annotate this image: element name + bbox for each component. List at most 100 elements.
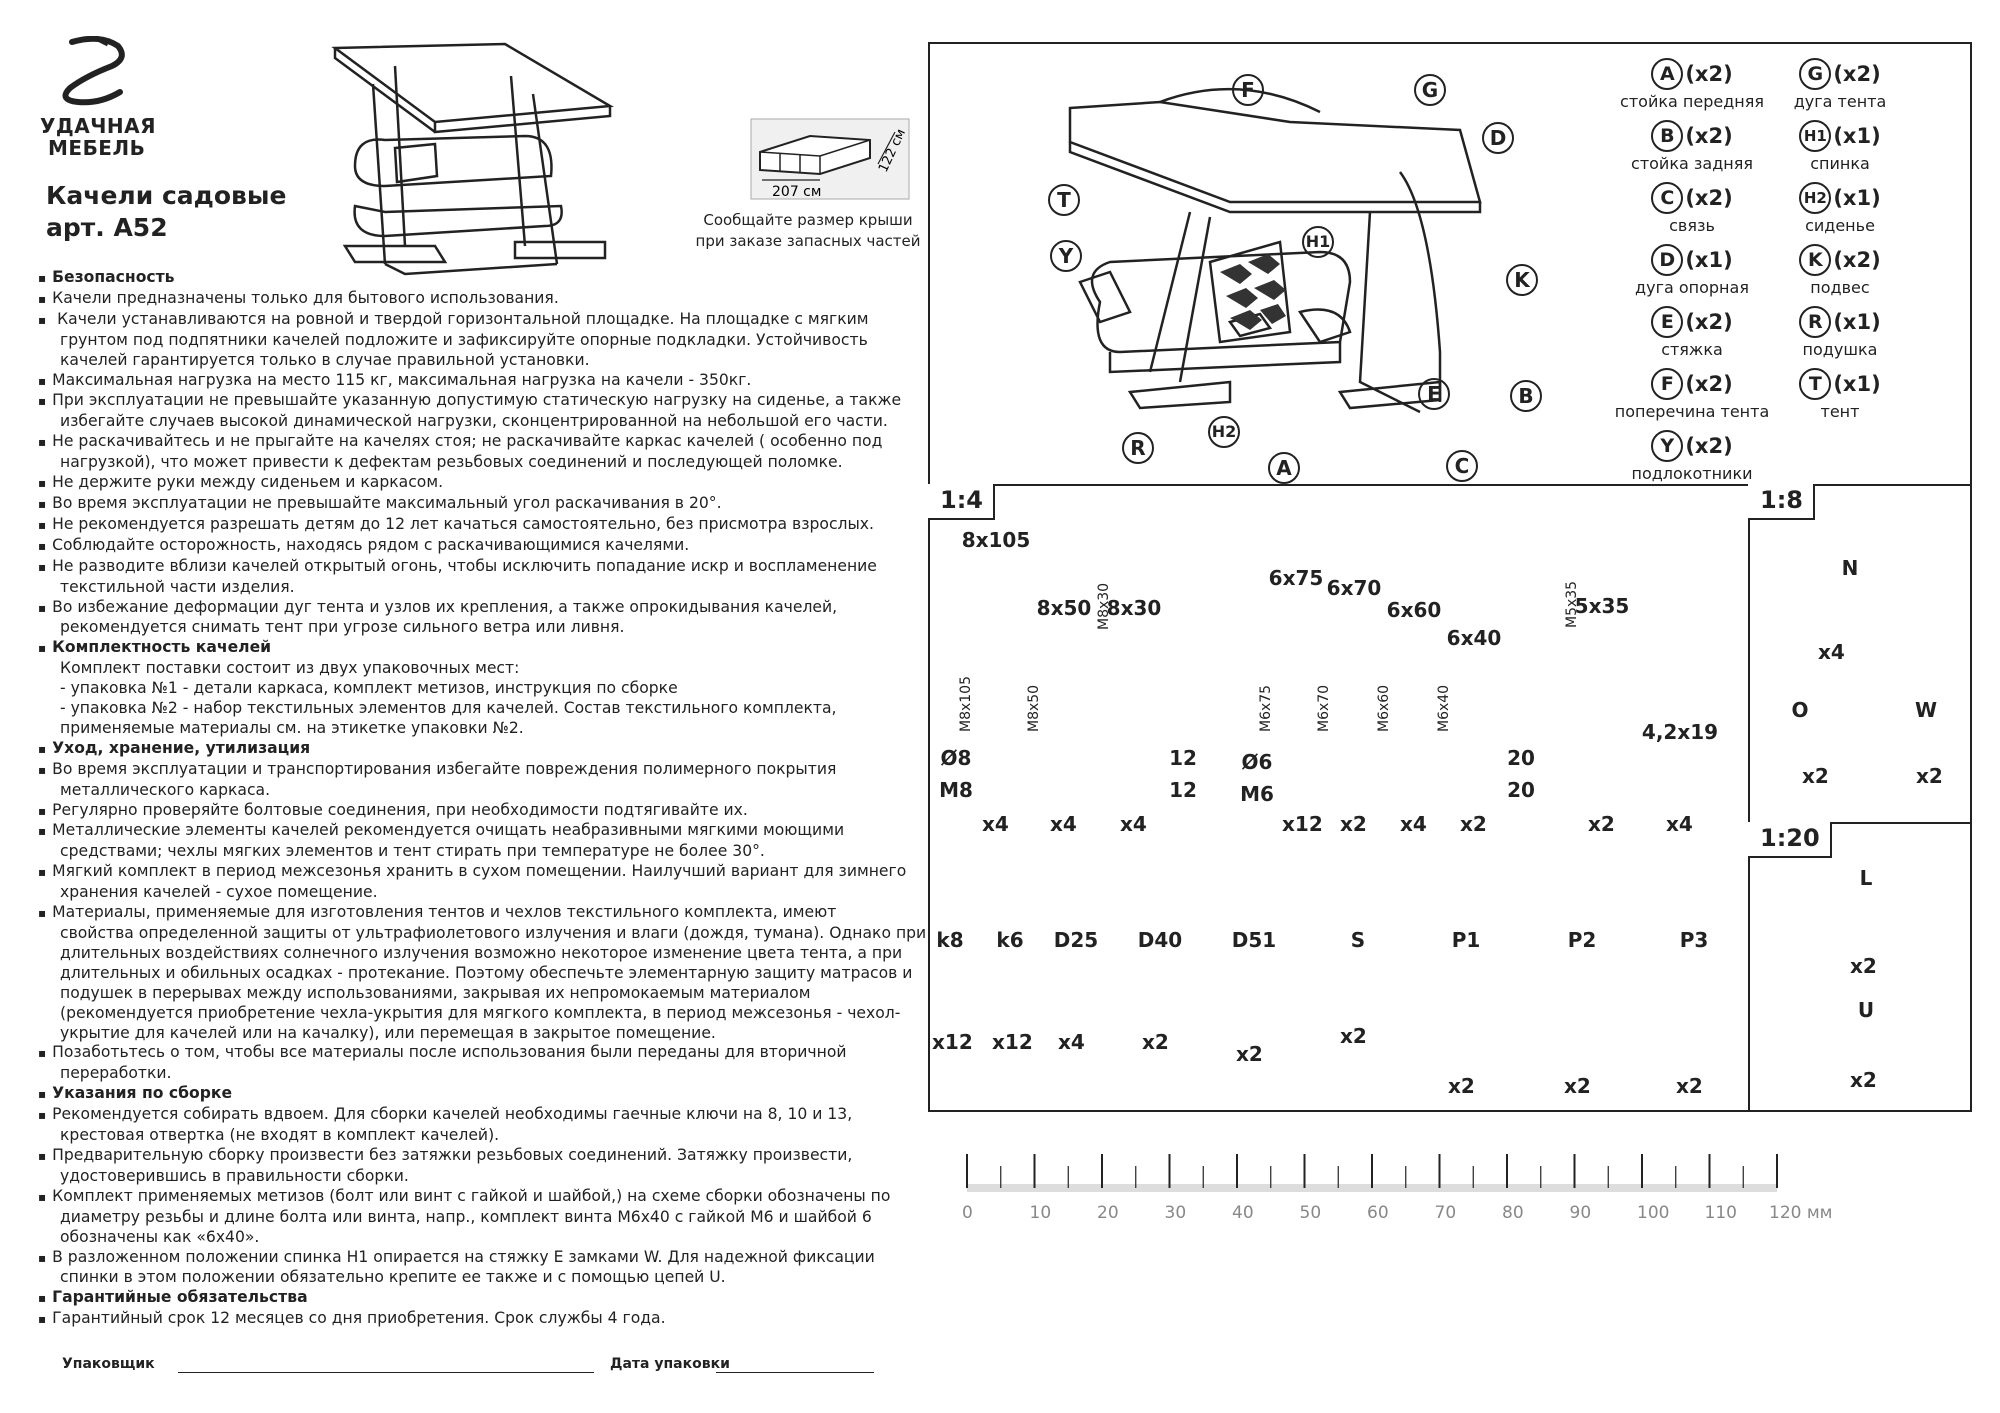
legend-count: (x2) xyxy=(1685,186,1733,210)
text-line: Комплект применяемых метизов (болт или в… xyxy=(38,1187,898,1208)
legend-count: (x1) xyxy=(1833,372,1881,396)
diagram-frame xyxy=(928,42,1972,1112)
nut6-count: 20 xyxy=(1507,778,1535,802)
legend-count: (x2) xyxy=(1685,434,1733,458)
part-w-label: W xyxy=(1914,698,1938,722)
ruler-label: 50 xyxy=(1300,1203,1322,1223)
text-line: Во время эксплуатации не превышайте макс… xyxy=(38,494,898,515)
legend-count: (x1) xyxy=(1685,248,1733,272)
plug-d51-count: x2 xyxy=(1236,1042,1263,1066)
legend-count: (x2) xyxy=(1833,62,1881,86)
ruler-label: 80 xyxy=(1502,1203,1524,1223)
legend-name: связь xyxy=(1669,216,1715,235)
legend-code: T xyxy=(1799,368,1832,400)
ruler-label: 90 xyxy=(1570,1203,1592,1223)
legend-item-g: G(x2)дуга тента xyxy=(1780,58,1900,111)
brand-line1: УДАЧНАЯ xyxy=(40,114,156,138)
nut8-label: M8 xyxy=(939,778,973,802)
text-line: средствами; чехлы мягких элементов и тен… xyxy=(60,842,765,861)
bolt-size-8: 4,2x19 xyxy=(1641,720,1719,744)
nut6-label: M6 xyxy=(1240,782,1274,806)
plug-p2-count: x2 xyxy=(1564,1074,1591,1098)
part-o-label: O xyxy=(1791,698,1809,722)
bolt-count-4: x2 xyxy=(1340,812,1367,836)
roof-width: 207 см xyxy=(772,184,821,200)
bolt-count-2: x4 xyxy=(1120,812,1147,836)
ruler-label: 20 xyxy=(1097,1203,1119,1223)
text-line: текстильной части изделия. xyxy=(60,577,295,596)
legend-name: сиденье xyxy=(1805,216,1875,235)
text-line: подушек в перерывах между использованиям… xyxy=(60,983,811,1002)
callout-r: R xyxy=(1122,432,1154,464)
legend-item-t: T(x1) тент xyxy=(1780,368,1900,421)
text-line: Соблюдайте осторожность, находясь рядом … xyxy=(38,536,898,557)
text-line: При эксплуатации не превышайте указанную… xyxy=(38,391,901,412)
bolt-count-0: x4 xyxy=(982,812,1009,836)
plug-p3-label: P3 xyxy=(1679,928,1709,952)
bolt-mark-3: M6x75 xyxy=(1258,684,1274,732)
text-line: Гарантийный срок 12 месяцев со дня приоб… xyxy=(38,1309,898,1330)
legend-code: H1 xyxy=(1799,120,1832,152)
ruler-label: 0 xyxy=(962,1203,973,1223)
callout-g: G xyxy=(1414,74,1446,106)
bolt-size-7: 5x35 xyxy=(1574,594,1630,618)
text-line: Не держите руки между сиденьем и каркасо… xyxy=(38,473,898,494)
text-line: Регулярно проверяйте болтовые соединения… xyxy=(38,801,898,822)
text-line: спинки в этом положении обязательно креп… xyxy=(60,1268,726,1287)
legend-count: (x1) xyxy=(1833,186,1881,210)
text-line: (рекомендуется приобретение чехла-укрыти… xyxy=(60,1003,901,1022)
plug-s-count: x2 xyxy=(1340,1024,1367,1048)
legend-code: R xyxy=(1799,306,1832,338)
plug-k6-label: k6 xyxy=(996,928,1024,952)
legend-code: E xyxy=(1651,306,1684,338)
legend-item-h1: H1(x1)спинка xyxy=(1780,120,1900,173)
bolt-mark-7: M5x35 xyxy=(1564,580,1580,628)
bolt-count-1: x4 xyxy=(1050,812,1077,836)
assembly-drawing xyxy=(1068,87,1482,414)
ruler-label: 70 xyxy=(1435,1203,1457,1223)
roof-note-line2: при заказе запасных частей xyxy=(695,232,921,250)
text-line: Не рекомендуется разрешать детям до 12 л… xyxy=(38,515,898,536)
part-u-label: U xyxy=(1857,998,1875,1022)
legend-item-k: K(x2)подвес xyxy=(1780,244,1900,297)
date-label: Дата упаковки xyxy=(610,1356,730,1372)
ruler-label: 120 мм xyxy=(1769,1203,1833,1223)
callout-e: E xyxy=(1418,378,1450,410)
callout-d: D xyxy=(1482,122,1514,154)
legend-name: тент xyxy=(1820,402,1860,421)
text-line: крестовая отвертка (не входят в комплект… xyxy=(60,1126,500,1145)
text-line: металлического каркаса. xyxy=(60,780,271,799)
washer8-count: 12 xyxy=(1169,746,1197,770)
legend-code: Y xyxy=(1651,430,1684,462)
ruler-label: 100 xyxy=(1637,1203,1669,1223)
roof-size-icon: 207 см 122 см xyxy=(750,118,910,200)
bolt-mark-2: M8x30 xyxy=(1096,582,1112,630)
nut8-count: 12 xyxy=(1169,778,1197,802)
legend-name: подушка xyxy=(1802,340,1878,359)
part-l-label: L xyxy=(1859,866,1873,890)
text-line: Уход, хранение, утилизация xyxy=(38,739,898,760)
plug-k8-label: k8 xyxy=(936,928,964,952)
legend-name: подвес xyxy=(1810,278,1870,297)
bolt-count-6: x2 xyxy=(1460,812,1487,836)
legend-item-c: C(x2)связь xyxy=(1612,182,1772,235)
bolt-mark-6: M6x40 xyxy=(1436,684,1452,732)
callout-c: C xyxy=(1446,450,1478,482)
legend-item-a: A(x2)стойка передняя xyxy=(1612,58,1772,111)
legend-item-y: Y(x2)подлокотники xyxy=(1612,430,1772,483)
legend-name: стойка передняя xyxy=(1620,92,1764,111)
text-line: В разложенном положении спинка Н1 опирае… xyxy=(38,1248,898,1269)
text-line: нагрузкой), что может привести к дефекта… xyxy=(60,453,843,472)
legend-count: (x2) xyxy=(1685,310,1733,334)
part-n-label: N xyxy=(1841,556,1859,580)
callout-k: K xyxy=(1506,264,1538,296)
scale-badge-1-8: 1:8 xyxy=(1748,484,1815,520)
text-line: Не разводите вблизи качелей открытый ого… xyxy=(38,557,898,578)
text-line: хранения качелей - сухое помещение. xyxy=(60,883,378,902)
text-line: Максимальная нагрузка на место 115 кг, м… xyxy=(38,371,898,392)
text-line: длительных воздействиях солнечного излуч… xyxy=(60,943,903,962)
bolt-size-0: 8x105 xyxy=(961,528,1031,552)
bolt-size-1: 8x50 xyxy=(1036,596,1092,620)
plug-d25-count: x4 xyxy=(1058,1030,1085,1054)
text-line: - упаковка №2 - набор текстильных элемен… xyxy=(60,699,837,718)
